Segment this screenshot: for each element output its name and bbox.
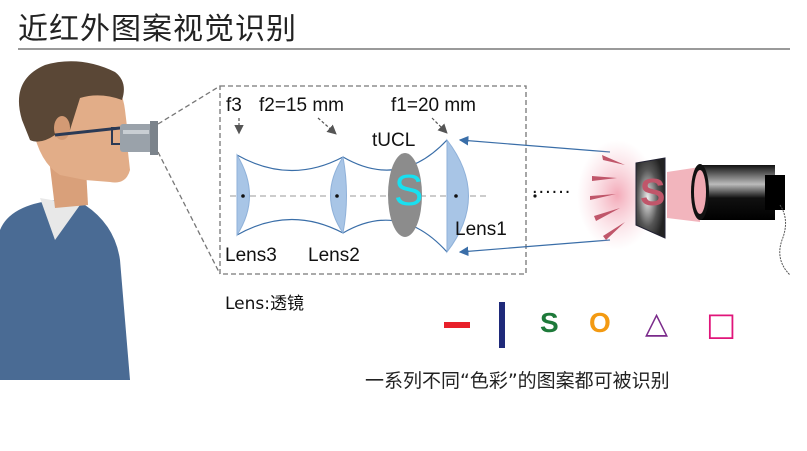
f1-arrow bbox=[431, 117, 448, 134]
lens2-label: Lens2 bbox=[308, 245, 360, 266]
tucl-lens bbox=[388, 153, 422, 237]
pattern-triangle: △ bbox=[645, 306, 669, 341]
ellipsis-dots: ...... bbox=[532, 176, 572, 198]
lens-note: Lens:透镜 bbox=[225, 294, 304, 314]
f3-label: f3 bbox=[226, 95, 242, 116]
pattern-line-vertical bbox=[499, 302, 505, 348]
lens1 bbox=[446, 138, 469, 254]
ir-camera-icon bbox=[691, 164, 791, 276]
title-divider bbox=[18, 48, 790, 50]
person-illustration bbox=[0, 61, 158, 380]
pattern-line-horizontal bbox=[444, 322, 470, 328]
pattern-letter-s: S bbox=[540, 307, 559, 338]
zoom-box bbox=[157, 85, 527, 275]
object-letter: S bbox=[640, 172, 666, 214]
pattern-square: □ bbox=[706, 305, 737, 343]
pattern-letter-o: O bbox=[589, 307, 611, 338]
tucl-letter: S bbox=[394, 166, 424, 215]
lens3 bbox=[236, 153, 250, 237]
f2-arrow bbox=[317, 117, 337, 135]
patterns-caption: 一系列不同“色彩”的图案都可被识别 bbox=[365, 370, 670, 392]
pattern-plate bbox=[635, 157, 666, 239]
lens2 bbox=[330, 155, 347, 235]
lens3-label: Lens3 bbox=[225, 245, 277, 266]
f1-label: f1=20 mm bbox=[391, 95, 477, 116]
page-title: 近红外图案视觉识别 bbox=[18, 12, 297, 47]
lens1-label: Lens1 bbox=[455, 219, 507, 240]
ir-beam bbox=[667, 167, 700, 222]
tucl-label: tUCL bbox=[372, 130, 416, 151]
f2-label: f2=15 mm bbox=[259, 95, 345, 116]
